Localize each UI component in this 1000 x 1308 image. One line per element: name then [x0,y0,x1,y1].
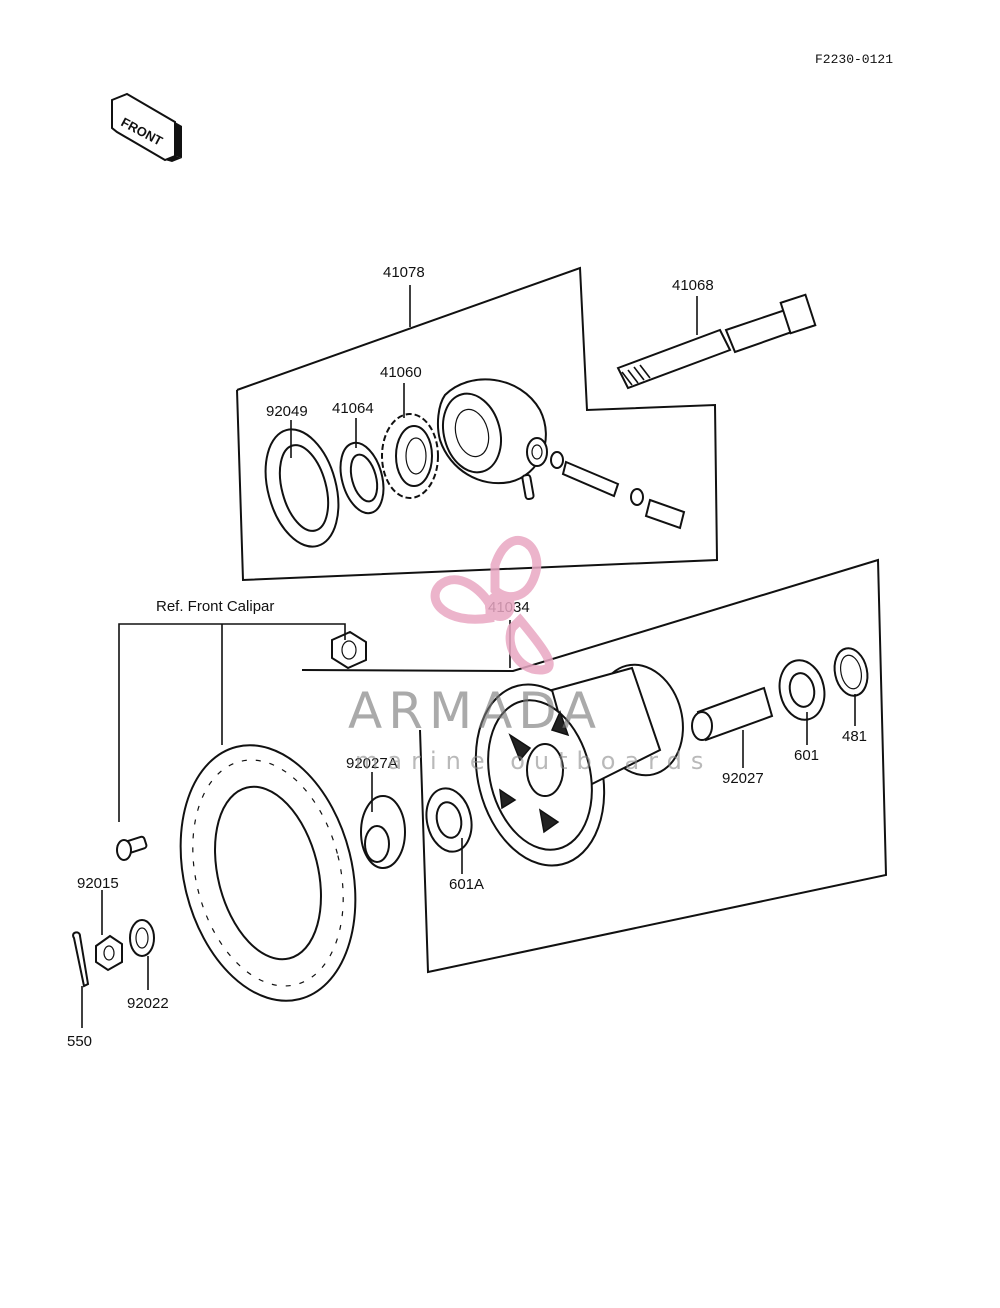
ref-label: Ref. Front Calipar [156,598,274,615]
label-601A: 601A [449,876,484,893]
label-92022: 92022 [127,995,169,1012]
brake-disc [179,744,357,1002]
label-41068: 41068 [672,277,714,294]
propeller-logo [430,536,554,675]
collar-92027A [360,795,406,869]
bearing-601A [425,787,473,853]
plate-41064 [339,441,385,515]
disc-bolt [116,835,148,861]
watermark-subtitle: marine outboards [355,747,712,775]
label-92027: 92027 [722,770,764,787]
circlip-481 [833,647,869,697]
axle-41068 [616,293,817,390]
wheel-hub [474,663,684,867]
label-92015: 92015 [77,875,119,892]
label-601: 601 [794,747,819,764]
gearbox-housing [436,378,686,530]
assembly-41078-outline [236,266,719,582]
seal-92049 [264,428,340,548]
bearing-601 [778,659,826,721]
washer-92022 [129,919,155,957]
figure-code: F2230-0121 [815,52,893,67]
cotter-pin-550 [72,931,90,988]
label-41060: 41060 [380,364,422,381]
label-550: 550 [67,1033,92,1050]
assembly-41034-outline [301,558,888,974]
ref-bracket [118,623,346,822]
label-41064: 41064 [332,400,374,417]
label-92027A: 92027A [346,755,398,772]
gear-41060 [381,413,439,499]
spacer-92027 [691,686,774,742]
front-arrow-icon: FRONT [111,92,182,162]
nut-part [331,630,367,670]
castle-nut-92015 [95,934,123,972]
label-41078: 41078 [383,264,425,281]
label-481: 481 [842,728,867,745]
armada-watermark: ARMADA marine outboards [348,536,712,775]
label-92049: 92049 [266,403,308,420]
watermark-title: ARMADA [348,682,602,740]
